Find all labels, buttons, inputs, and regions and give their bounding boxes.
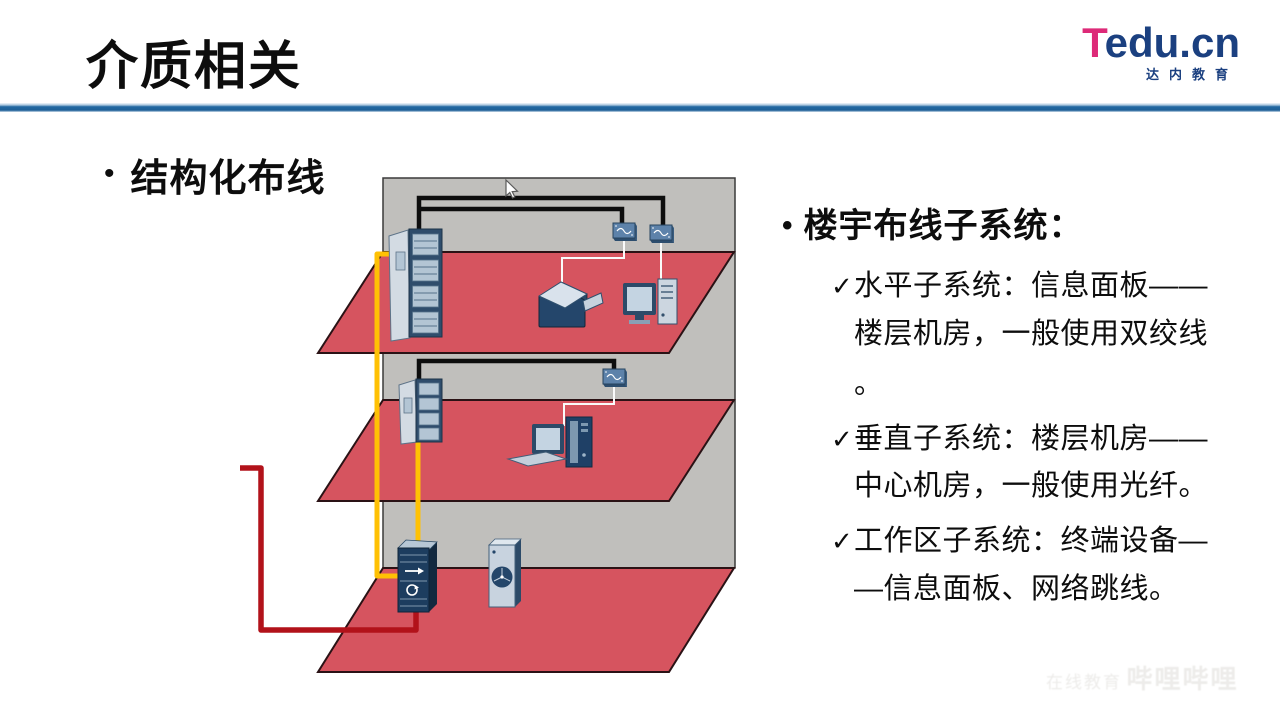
logo-t-letter: T [1082,19,1105,66]
logo-rest: edu.cn [1104,19,1240,66]
section-bullet: • 结构化布线 [104,150,326,200]
list-item-continuation: 中心机房，一般使用光纤。 [831,468,1208,504]
floor-slab-2 [316,399,736,502]
list-item-text: —信息面板、网络跳线。 [854,573,1179,605]
list-item-continuation: —信息面板、网络跳线。 [831,571,1179,607]
logo-wordmark: Tedu.cn [1082,22,1240,64]
patch-cable-workstation [563,386,615,426]
floor-rack-icon-2 [398,378,443,445]
list-item-text: 工作区子系统：终端设备— [854,525,1209,557]
floor-rack-icon-1 [388,228,443,342]
floor-slab-3 [316,567,736,673]
list-item-text: 楼层机房，一般使用双绞线 [854,318,1209,350]
check-icon: ✓ [831,424,854,454]
horizontal-cable-f1b [419,206,625,224]
check-icon: ✓ [831,271,854,301]
wall-plate-icon-1 [612,222,637,241]
check-icon: ✓ [831,526,854,556]
desktop-computer-icon [623,278,678,325]
workstation-icon [506,416,593,468]
list-item-text: 中心机房，一般使用光纤。 [854,470,1209,502]
section-bullet-label: 结构化布线 [130,157,326,200]
air-conditioner-icon [488,538,522,608]
right-panel-heading: • 楼宇布线子系统： [782,198,1084,247]
page-title: 介质相关 [86,38,303,96]
wall-plate-icon-2 [649,224,674,243]
right-heading-label: 楼宇布线子系统： [803,207,1084,245]
video-watermark: 在线教育 哔哩哔哩 [1046,659,1238,696]
external-red-cable [240,465,419,633]
list-item: ✓工作区子系统：终端设备— [831,523,1208,559]
logo-tagline: 达内教育 [1145,67,1238,82]
list-item-continuation: 。 [831,366,884,402]
printer-icon [537,281,604,328]
mouse-cursor-icon [505,178,519,199]
horizontal-cable-f2 [416,358,617,381]
list-item: ✓水平子系统：信息面板—— [831,268,1208,304]
list-item-text: 。 [854,368,884,400]
horizontal-cable-f1a [416,195,666,229]
bullet-icon: • [104,157,115,190]
list-item-text: 水平子系统：信息面板—— [854,270,1209,302]
bullet-icon: • [782,209,794,242]
list-item-text: 垂直子系统：楼层机房—— [854,423,1209,455]
list-item-continuation: 楼层机房，一般使用双绞线 [831,316,1208,352]
patch-cable-printer [561,240,625,284]
watermark-small-text: 在线教育 [1046,673,1122,692]
list-item: ✓垂直子系统：楼层机房—— [831,421,1208,457]
wall-plate-icon-3 [602,368,627,387]
core-switch-icon [397,539,438,613]
title-divider [0,103,1280,112]
watermark-large-text: 哔哩哔哩 [1126,664,1239,694]
tedu-logo: Tedu.cn 达内教育 [1082,22,1240,82]
